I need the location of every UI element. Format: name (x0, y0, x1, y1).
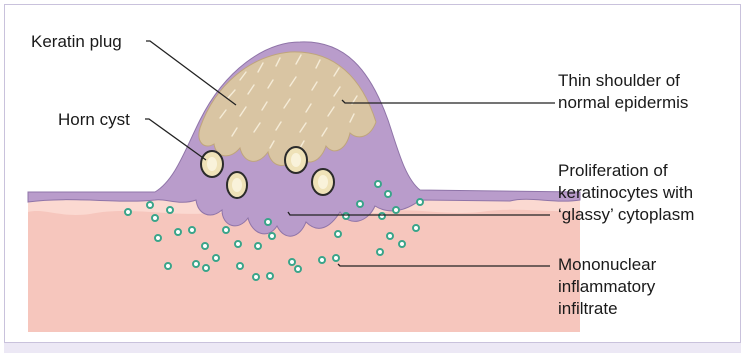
label-infiltrate-line1: Mononuclear (558, 255, 657, 274)
label-shoulder-line1: Thin shoulder of (558, 71, 680, 90)
label-shoulder-line2: normal epidermis (558, 93, 688, 112)
label-proliferation-line3: ‘glassy’ cytoplasm (558, 205, 694, 224)
leader-keratin-plug (146, 41, 236, 105)
label-infiltrate-line3: infiltrate (558, 299, 618, 318)
label-horn-cyst: Horn cyst (58, 110, 130, 129)
label-infiltrate-line2: inflammatory (558, 277, 656, 296)
label-keratin-plug: Keratin plug (31, 32, 122, 51)
label-proliferation-line2: keratinocytes with (558, 183, 693, 202)
label-proliferation-line1: Proliferation of (558, 161, 668, 180)
